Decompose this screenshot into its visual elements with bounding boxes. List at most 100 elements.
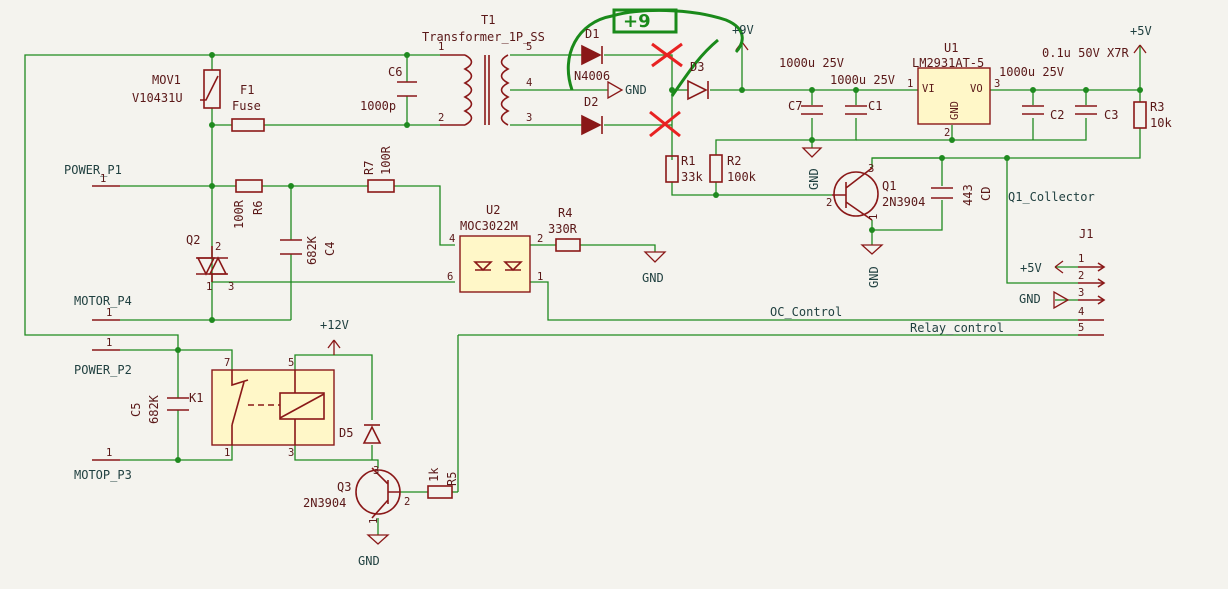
c6-ref: C6 — [388, 65, 402, 79]
r7-ref: R7 — [362, 161, 376, 175]
net-relay-control: Relay_control — [910, 321, 1004, 335]
net-plus5-j1: +5V — [1020, 261, 1042, 275]
t1-ref: T1 — [481, 13, 495, 27]
wires — [24, 42, 1141, 535]
r1-ref: R1 — [681, 154, 695, 168]
net-gnd-j1: GND — [1019, 292, 1041, 306]
q3-pin1: 1 — [368, 518, 380, 524]
q2-pin1: 1 — [206, 281, 212, 293]
r5-ref: R5 — [445, 472, 459, 486]
transformer-symbol — [440, 54, 510, 126]
j1-pin1: 1 — [1078, 253, 1084, 265]
r6-value: 100R — [232, 199, 246, 229]
r4-ref: R4 — [558, 206, 572, 220]
t1-pin4: 4 — [526, 77, 532, 89]
j1-pin4: 4 — [1078, 306, 1084, 318]
c1-value: 1000u 25V — [830, 73, 895, 87]
r3-symbol — [1133, 101, 1147, 129]
mov1-symbol — [200, 69, 221, 109]
r3-value: 10k — [1150, 116, 1172, 130]
u2-pin2: 2 — [537, 233, 543, 245]
c4-symbol — [280, 239, 302, 255]
conn-power-p1-pin: 1 — [100, 173, 106, 185]
f1-value: Fuse — [232, 99, 261, 113]
connector-pins — [92, 185, 120, 461]
q1-value: 2N3904 — [882, 195, 925, 209]
c7-ref: C7 — [788, 99, 802, 113]
red-x-d1 — [651, 42, 683, 68]
net-gnd-q1: GND — [867, 266, 881, 288]
d1-ref: D1 — [585, 27, 599, 41]
net-q1-collector: Q1_Collector — [1008, 190, 1095, 204]
k1-pin1: 1 — [224, 447, 230, 459]
q3-pin3: 3 — [373, 465, 379, 477]
q2-pin2: 2 — [215, 241, 221, 253]
labels: MOV1 V10431U F1 Fuse C6 1000p T1 Transfo… — [64, 11, 1172, 568]
q2-symbol — [196, 246, 228, 282]
c3-symbol — [1075, 105, 1097, 115]
u1-ref: U1 — [944, 41, 958, 55]
net-gnd-c7: GND — [807, 168, 821, 190]
junctions — [175, 52, 1143, 463]
c5-ref: C5 — [129, 403, 143, 417]
net-gnd-q3: GND — [358, 554, 380, 568]
c7-symbol — [801, 105, 823, 115]
net-plus5-top: +5V — [1130, 24, 1152, 38]
q1-ref: Q1 — [882, 179, 896, 193]
c4-ref: C4 — [323, 242, 337, 256]
t1-pin2: 2 — [438, 112, 444, 124]
d3-ref: D3 — [690, 60, 704, 74]
net-gnd-u2: GND — [642, 271, 664, 285]
c3-value: 0.1u 50V X7R — [1042, 46, 1129, 60]
t1-pin1: 1 — [438, 41, 444, 53]
c443-symbol — [931, 187, 953, 199]
red-x-d2 — [649, 110, 681, 138]
conn-power-p2-pin: 1 — [106, 337, 112, 349]
d1-symbol — [581, 44, 603, 66]
d5-ref: D5 — [339, 426, 353, 440]
q3-symbol — [355, 467, 401, 519]
u1-pin-gnd: GND — [949, 101, 961, 120]
net-plus9: +9V — [732, 23, 754, 37]
r7-symbol — [367, 179, 395, 193]
c5-symbol — [167, 397, 189, 411]
r2-value: 100k — [727, 170, 757, 184]
conn-motop-p3: MOTOP_P3 — [74, 468, 132, 482]
j1-symbol — [1078, 262, 1106, 336]
mov1-value: V10431U — [132, 91, 183, 105]
net-gnd-t1: GND — [625, 83, 647, 97]
q1-symbol — [832, 167, 879, 221]
u1-pin2: 2 — [944, 127, 950, 139]
u2-pin1: 1 — [537, 271, 543, 283]
q1-pin1: 1 — [868, 214, 880, 220]
r7-value: 100R — [379, 145, 393, 175]
k1-pin7: 7 — [224, 357, 230, 369]
c7-value: 1000u 25V — [779, 56, 844, 70]
green-markup-text: +9 — [623, 11, 651, 32]
c443-ref: 443 — [961, 184, 975, 206]
q3-value: 2N3904 — [303, 496, 346, 510]
u1-pin-vo: VO — [970, 83, 983, 95]
u1-pin3: 3 — [994, 78, 1000, 90]
q1-pin2: 2 — [826, 197, 832, 209]
k1-body — [211, 369, 335, 446]
j1-pin5: 5 — [1078, 322, 1084, 334]
r6-ref: R6 — [251, 201, 265, 215]
q3-pin2: 2 — [404, 496, 410, 508]
c3-ref: C3 — [1104, 108, 1118, 122]
j1-pin3: 3 — [1078, 287, 1084, 299]
u1-body — [917, 67, 991, 125]
net-plus12: +12V — [320, 318, 349, 332]
u1-pin1: 1 — [907, 78, 913, 90]
d2-symbol — [581, 114, 603, 136]
conn-motop-p3-pin: 1 — [106, 447, 112, 459]
q1-pin3: 3 — [868, 163, 874, 175]
green-markup-box — [612, 8, 678, 34]
c1-symbol — [845, 105, 867, 115]
k1-ref: K1 — [189, 391, 203, 405]
u1-pin-vi: VI — [922, 83, 935, 95]
d2-ref: D2 — [584, 95, 598, 109]
d3-symbol — [687, 79, 709, 101]
r4-value: 330R — [548, 222, 578, 236]
